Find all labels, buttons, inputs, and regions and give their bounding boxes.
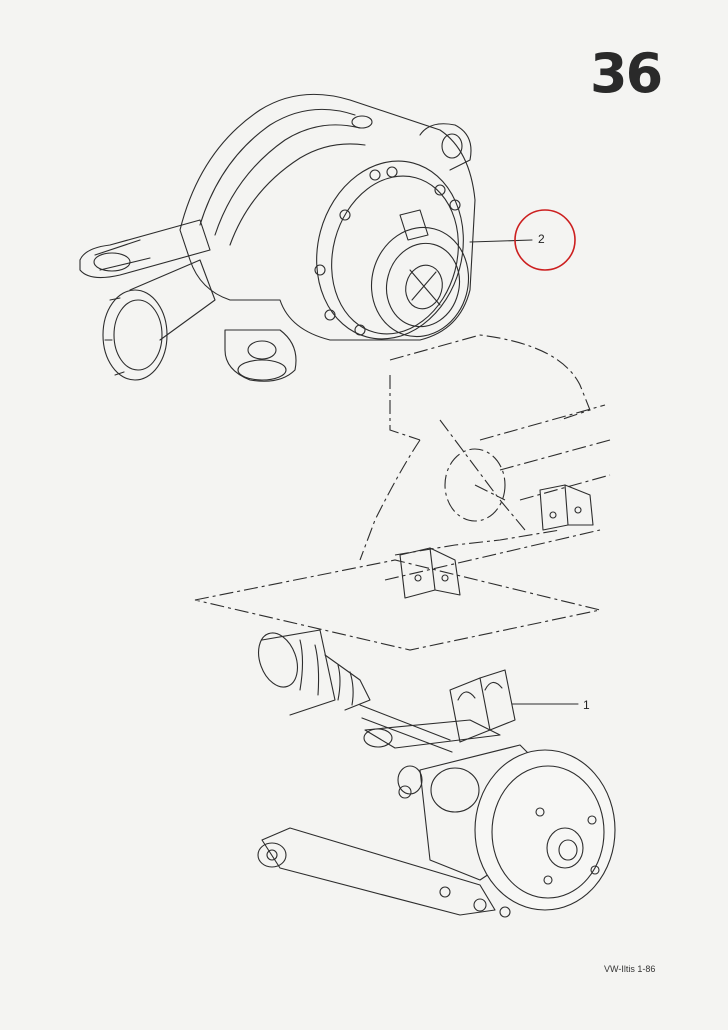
page-number: 36 [590, 42, 663, 105]
footer-reference: VW-Iltis 1-86 [604, 964, 656, 974]
leader-line-2 [469, 239, 533, 243]
callout-label-1: 1 [583, 698, 590, 712]
driveshaft-and-hub [257, 629, 616, 918]
differential-housing [79, 93, 476, 382]
frame-crossmember [194, 334, 611, 651]
highlight-circle [514, 209, 576, 271]
callout-label-2: 2 [538, 232, 545, 246]
